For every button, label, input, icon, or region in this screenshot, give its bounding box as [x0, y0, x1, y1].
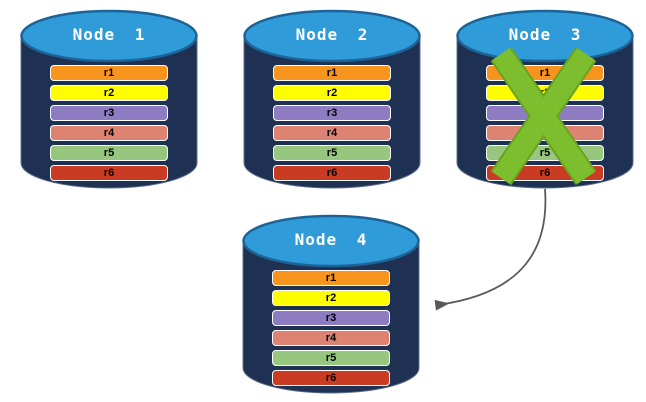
record-bar-r3: r3 — [272, 310, 390, 326]
node-1-records: r1 r2 r3 r4 r5 r6 — [50, 65, 168, 181]
record-bar-r6: r6 — [272, 370, 390, 386]
record-bar-r5: r5 — [273, 145, 391, 161]
node-2: Node 2 r1 r2 r3 r4 r5 r6 — [243, 6, 421, 190]
node-4: Node 4 r1 r2 r3 r4 r5 r6 — [242, 211, 420, 395]
record-bar-r6: r6 — [273, 165, 391, 181]
node-4-title: Node 4 — [294, 230, 368, 249]
node-3-title: Node 3 — [508, 25, 582, 44]
record-bar-r2: r2 — [272, 290, 390, 306]
record-bar-r1: r1 — [273, 65, 391, 81]
record-bar-r2: r2 — [273, 85, 391, 101]
node-4-records: r1 r2 r3 r4 r5 r6 — [272, 270, 390, 386]
record-bar-r4: r4 — [50, 125, 168, 141]
record-bar-r3: r3 — [273, 105, 391, 121]
record-bar-r4: r4 — [272, 330, 390, 346]
node-2-records: r1 r2 r3 r4 r5 r6 — [273, 65, 391, 181]
record-bar-r4: r4 — [273, 125, 391, 141]
node-2-title: Node 2 — [295, 25, 369, 44]
record-bar-r1: r1 — [272, 270, 390, 286]
node-1: Node 1 r1 r2 r3 r4 r5 r6 — [20, 6, 198, 190]
node-3: Node 3 r1 r2 r3 r4 r5 r6 — [456, 6, 634, 190]
record-bar-r5: r5 — [272, 350, 390, 366]
failure-x-icon — [490, 46, 597, 186]
node-1-title: Node 1 — [72, 25, 146, 44]
record-bar-r3: r3 — [50, 105, 168, 121]
record-bar-r1: r1 — [50, 65, 168, 81]
record-bar-r5: r5 — [50, 145, 168, 161]
record-bar-r2: r2 — [50, 85, 168, 101]
record-bar-r6: r6 — [50, 165, 168, 181]
